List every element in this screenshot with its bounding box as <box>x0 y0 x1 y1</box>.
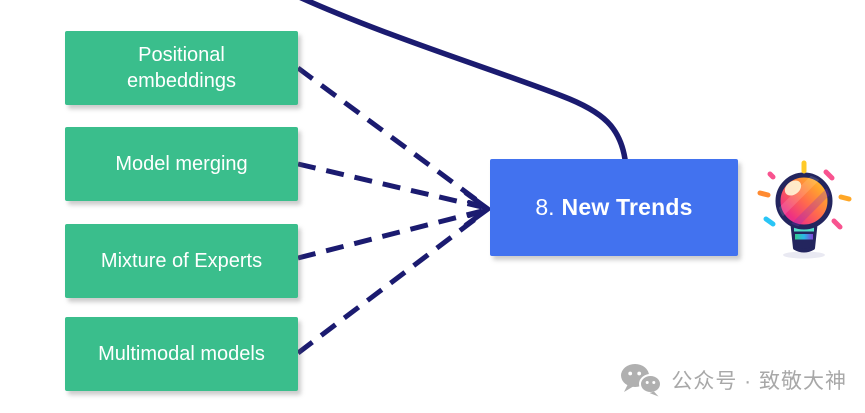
node-new-trends: 8. New Trends <box>490 159 738 256</box>
node-title: New Trends <box>561 194 693 220</box>
watermark: 公众号 · 致敬大神 <box>620 363 847 397</box>
arrowhead-inner-icon <box>467 200 490 218</box>
connector-dashed-4 <box>296 212 484 355</box>
connector-dashed-1 <box>296 65 484 207</box>
watermark-text: 公众号 · 致敬大神 <box>671 370 847 393</box>
node-label: Model merging <box>115 153 248 175</box>
node-number: 8. <box>535 194 555 220</box>
node-positional-embeddings: Positional embeddings <box>65 31 298 105</box>
node-label: Multimodal models <box>98 343 265 365</box>
lightbulb-icon <box>757 160 852 259</box>
wechat-icon <box>621 364 663 397</box>
node-model-merging: Model merging <box>65 127 298 201</box>
connector-dashed-2 <box>297 161 483 210</box>
node-label: Positional embeddings <box>127 44 236 92</box>
connector-dashed-3 <box>297 208 483 261</box>
connector-solid-curve <box>299 0 628 162</box>
node-multimodal-models: Multimodal models <box>65 317 298 391</box>
node-label: Mixture of Experts <box>100 250 263 272</box>
node-mixture-of-experts: Mixture of Experts <box>65 224 298 298</box>
